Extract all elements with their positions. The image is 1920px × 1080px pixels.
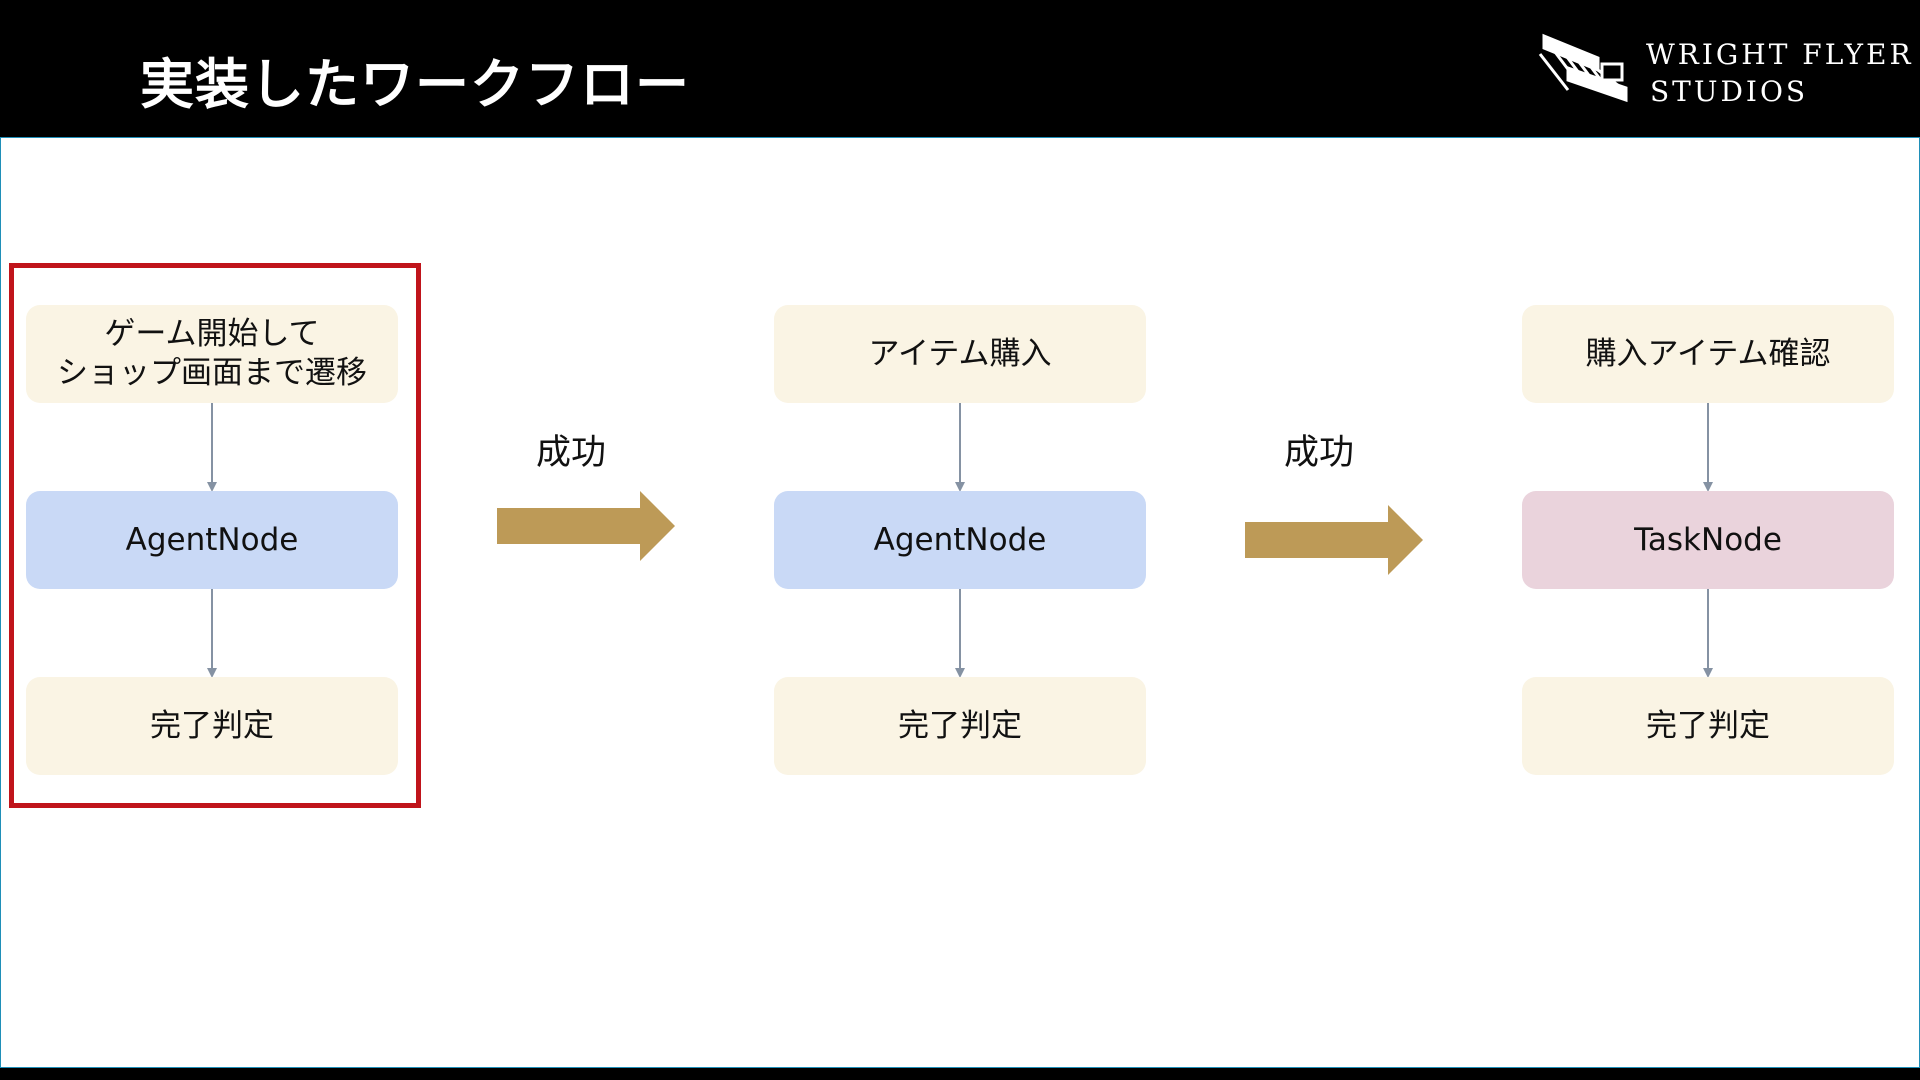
flow1-top-line1: ゲーム開始して [104, 316, 320, 352]
flow2-top-box: アイテム購入 [774, 305, 1146, 403]
flow1-arrowhead-2 [207, 668, 217, 678]
flow2-arrowhead-2 [955, 668, 965, 678]
flow3-task-node: TaskNode [1522, 491, 1894, 589]
flow1-arrowhead-1 [207, 482, 217, 492]
biplane-logo-icon [1538, 33, 1628, 103]
transition2-label: 成功 [1284, 433, 1355, 473]
flow3-connector-1 [1707, 403, 1709, 486]
company-logo: WRIGHT FLYER STUDIOS [1538, 28, 1911, 110]
flow2-connector-1 [959, 403, 961, 486]
flow3-arrowhead-1 [1703, 482, 1713, 492]
flow1-agent-node: AgentNode [26, 491, 398, 589]
flow3-connector-2 [1707, 589, 1709, 672]
flow3-completion-box: 完了判定 [1522, 677, 1894, 775]
flow1-connector-1 [211, 403, 213, 486]
right-arrow-icon [497, 491, 675, 561]
right-arrow-icon [1245, 505, 1423, 575]
page-title: 実装したワークフロー [140, 53, 690, 116]
flow1-top-box: ゲーム開始して ショップ画面まで遷移 [26, 305, 398, 403]
flow1-top-line2: ショップ画面まで遷移 [57, 355, 367, 391]
transition1-label: 成功 [536, 433, 607, 473]
logo-text-line1: WRIGHT FLYER [1646, 38, 1914, 71]
flow3-top-box: 購入アイテム確認 [1522, 305, 1894, 403]
flow3-arrowhead-2 [1703, 668, 1713, 678]
flow2-completion-box: 完了判定 [774, 677, 1146, 775]
flow1-connector-2 [211, 589, 213, 672]
logo-text-line2: STUDIOS [1650, 75, 1809, 108]
flow1-completion-box: 完了判定 [26, 677, 398, 775]
flow2-connector-2 [959, 589, 961, 672]
flow2-arrowhead-1 [955, 482, 965, 492]
header-bar: 実装したワークフロー WRIGHT FLYER STUDIOS [0, 0, 1920, 137]
highlight-frame [9, 263, 421, 808]
flow2-agent-node: AgentNode [774, 491, 1146, 589]
